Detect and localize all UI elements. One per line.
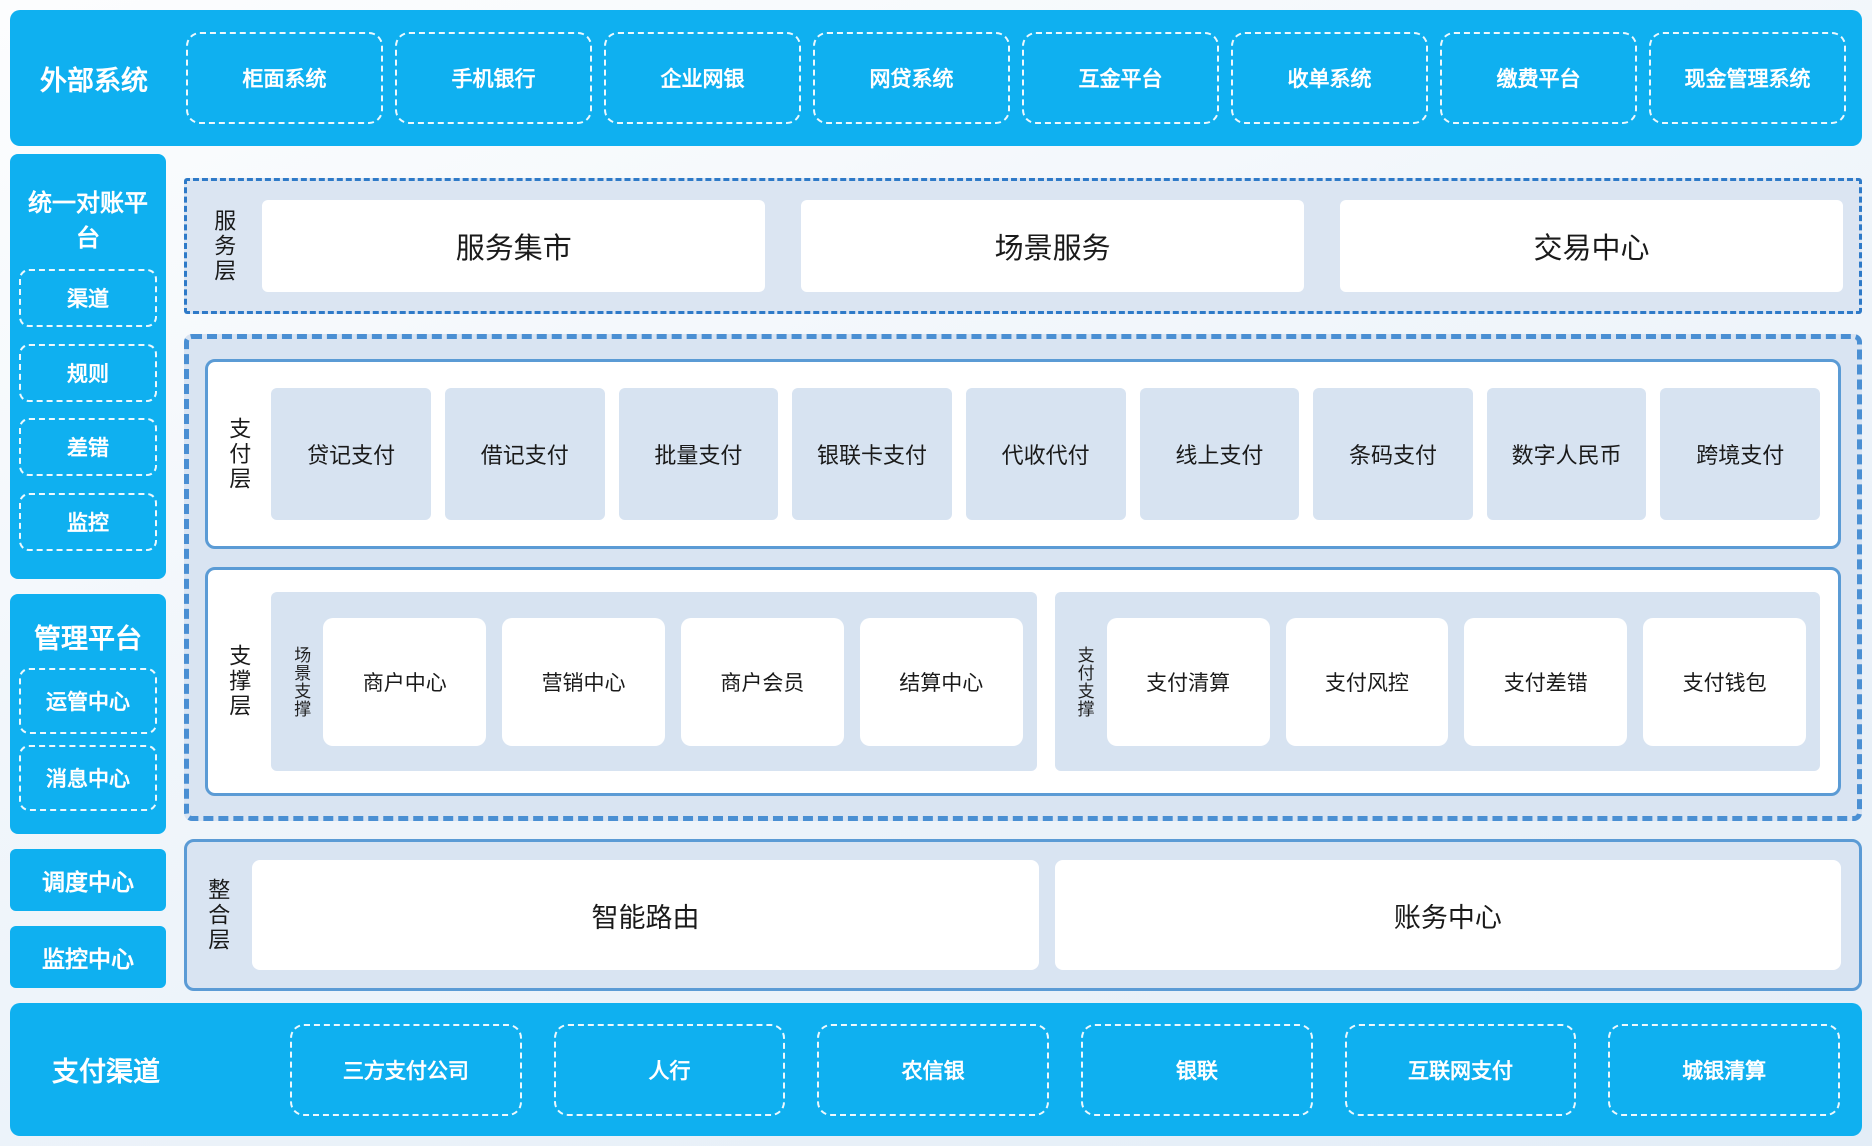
service-tile: 服务集市: [262, 200, 766, 292]
payment-layer-label: 支付层: [226, 416, 252, 492]
payment-tile: 代收代付: [965, 388, 1126, 520]
service-layer-label: 服务层: [211, 208, 237, 284]
integration-tile: 智能路由: [252, 860, 1039, 970]
support-tile: 支付差错: [1464, 617, 1628, 746]
external-systems-items: 柜面系统 手机银行 企业网银 网贷系统 互金平台 收单系统 缴费平台 现金管理系…: [186, 32, 1846, 124]
support-layer-label: 支撑层: [226, 644, 252, 719]
payment-channel-tile: 三方支付公司: [290, 1023, 522, 1116]
scene-support-label: 场景支撑: [291, 645, 311, 718]
service-layer-panel: 服务层 服务集市 场景服务 交易中心: [184, 178, 1862, 314]
main-area: 服务层 服务集市 场景服务 交易中心 支付层 贷记支付 借记支付 批量支付 银联…: [184, 154, 1862, 991]
reconciliation-item: 差错: [19, 418, 157, 476]
external-system-tile: 缴费平台: [1440, 32, 1637, 124]
payment-tile: 银联卡支付: [792, 388, 952, 520]
reconciliation-item: 规则: [19, 343, 157, 402]
external-systems-title: 外部系统: [40, 65, 148, 96]
reconciliation-item: 渠道: [19, 269, 157, 327]
external-system-tile: 企业网银: [604, 32, 801, 124]
payment-channel-tile: 农信银: [817, 1023, 1050, 1116]
payment-tile: 批量支付: [618, 388, 779, 520]
payment-support-group: 支付支撑 支付清算 支付风控 支付差错 支付钱包: [1054, 592, 1821, 771]
payment-tile: 条码支付: [1313, 388, 1473, 520]
payment-tile: 线上支付: [1139, 388, 1300, 520]
support-tile: 营销中心: [502, 617, 665, 746]
external-system-tile: 互金平台: [1022, 32, 1219, 124]
integration-tile: 账务中心: [1054, 860, 1842, 970]
integration-layer-tiles: 智能路由 账务中心: [252, 860, 1842, 970]
external-system-tile: 柜面系统: [186, 32, 383, 124]
external-systems-bar: 外部系统 柜面系统 手机银行 企业网银 网贷系统 互金平台 收单系统 缴费平台 …: [10, 10, 1862, 146]
external-system-tile: 收单系统: [1231, 32, 1428, 124]
payment-channels-bar: 支付渠道 三方支付公司 人行 农信银 银联 互联网支付 城银清算: [10, 1003, 1862, 1136]
integration-layer-label: 整合层: [205, 877, 231, 953]
management-platform-title: 管理平台: [34, 624, 142, 655]
support-tile: 结算中心: [859, 617, 1023, 746]
external-system-tile: 现金管理系统: [1649, 32, 1846, 124]
support-tile: 商户会员: [680, 617, 844, 746]
payment-channel-tile: 城银清算: [1608, 1023, 1841, 1116]
payment-support-container: 支付层 贷记支付 借记支付 批量支付 银联卡支付 代收代付 线上支付 条码支付 …: [184, 334, 1862, 821]
sidebar: 统一对账平台 渠道 规则 差错 监控 管理平台 运管中心 消息中心 调度中心 监…: [10, 154, 166, 991]
scene-support-group: 场景支撑 商户中心 营销中心 商户会员 结算中心: [271, 592, 1037, 771]
external-system-tile: 网贷系统: [813, 32, 1010, 124]
middle-row: 统一对账平台 渠道 规则 差错 监控 管理平台 运管中心 消息中心 调度中心 监…: [10, 154, 1862, 991]
external-system-tile: 手机银行: [395, 32, 592, 124]
service-layer-tiles: 服务集市 场景服务 交易中心: [262, 200, 1844, 292]
support-layer-panel: 支撑层 场景支撑 商户中心 营销中心 商户会员 结算中心: [205, 567, 1841, 796]
reconciliation-item: 监控: [19, 492, 157, 551]
scene-support-tiles: 商户中心 营销中心 商户会员 结算中心: [323, 617, 1023, 746]
monitor-center-box: 监控中心: [10, 926, 166, 988]
payment-channels-items: 三方支付公司 人行 农信银 银联 互联网支付 城银清算: [290, 1023, 1841, 1116]
payment-tile: 借记支付: [444, 388, 605, 520]
support-tile: 商户中心: [323, 617, 487, 746]
support-tile: 支付清算: [1106, 617, 1270, 746]
payment-channel-tile: 互联网支付: [1344, 1023, 1577, 1116]
integration-layer-panel: 整合层 智能路由 账务中心: [184, 839, 1862, 991]
payment-channel-tile: 人行: [553, 1023, 786, 1116]
payment-layer-tiles: 贷记支付 借记支付 批量支付 银联卡支付 代收代付 线上支付 条码支付 数字人民…: [271, 388, 1821, 520]
payment-tile: 跨境支付: [1660, 388, 1821, 520]
management-item: 运管中心: [19, 667, 157, 734]
management-item: 消息中心: [19, 744, 157, 811]
payment-support-tiles: 支付清算 支付风控 支付差错 支付钱包: [1106, 617, 1807, 746]
support-layer-groups: 场景支撑 商户中心 营销中心 商户会员 结算中心 支付支撑 支付清算: [271, 592, 1821, 771]
management-platform-panel: 管理平台 运管中心 消息中心: [10, 594, 166, 834]
payment-channels-title: 支付渠道: [52, 1057, 160, 1087]
payment-support-label: 支付支撑: [1074, 645, 1094, 718]
support-tile: 支付风控: [1285, 617, 1449, 746]
reconciliation-platform-title: 统一对账平台: [28, 189, 148, 252]
reconciliation-platform-panel: 统一对账平台 渠道 规则 差错 监控: [10, 154, 166, 579]
payment-tile: 数字人民币: [1486, 388, 1647, 520]
payment-tile: 贷记支付: [271, 388, 431, 520]
dispatch-center-box: 调度中心: [10, 849, 166, 911]
service-tile: 场景服务: [801, 200, 1305, 292]
payment-layer-panel: 支付层 贷记支付 借记支付 批量支付 银联卡支付 代收代付 线上支付 条码支付 …: [205, 359, 1841, 549]
support-tile: 支付钱包: [1643, 617, 1807, 746]
payment-channel-tile: 银联: [1081, 1023, 1313, 1116]
service-tile: 交易中心: [1340, 200, 1844, 292]
